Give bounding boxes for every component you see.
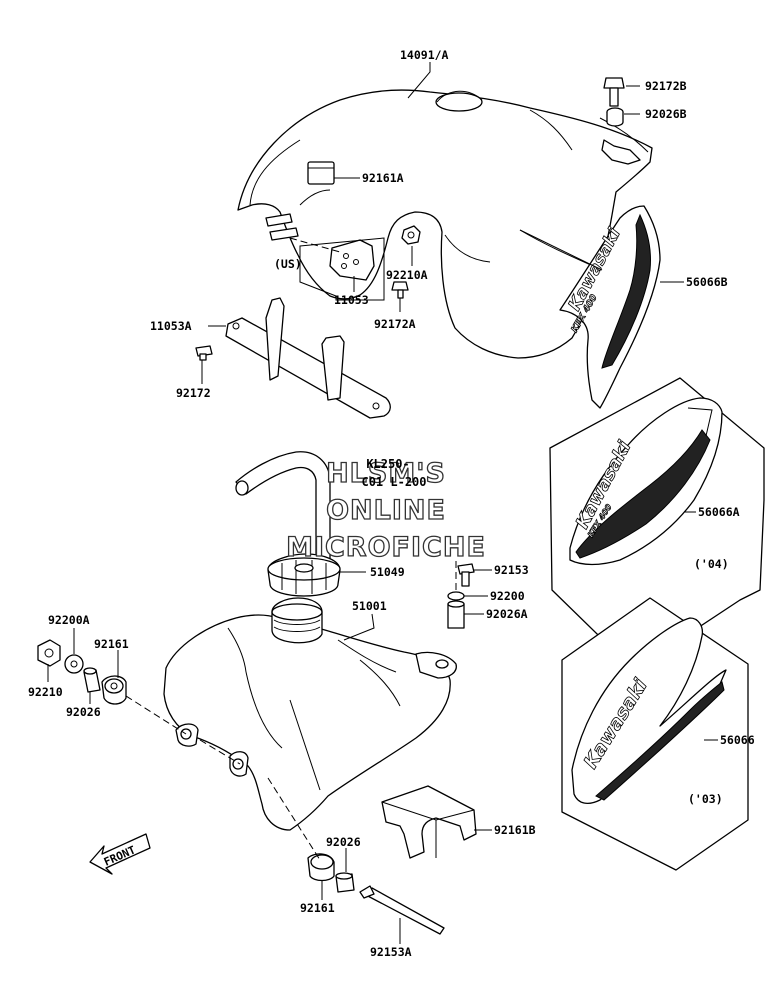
label-92172A: 92172A: [374, 317, 416, 331]
collar-92026B: [606, 107, 624, 127]
bracket-11053: [329, 239, 375, 281]
label-92026B: 92026B: [645, 107, 687, 121]
nut-92210: [37, 639, 61, 667]
collar-92026-lower: [335, 872, 355, 893]
part-labels: 14091/A 92172B 92026B 92161A 56066B (US)…: [28, 48, 755, 959]
label-92153: 92153: [494, 563, 529, 577]
grommet-92161: [101, 675, 127, 705]
label-year-03: ('03): [688, 792, 723, 806]
label-92210A: 92210A: [386, 268, 428, 282]
bolt-92153A: [359, 885, 445, 935]
label-92200A: 92200A: [48, 613, 90, 627]
watermark-line-1: HLSM'S: [326, 458, 446, 489]
label-92153A: 92153A: [370, 945, 412, 959]
watermark-line-3: MICROFICHE: [286, 532, 486, 563]
label-92210: 92210: [28, 685, 63, 699]
washer-92200A: [64, 654, 84, 674]
washer-92200: [447, 591, 465, 601]
bolt-92172B: [603, 77, 625, 107]
label-92161A: 92161A: [362, 171, 404, 185]
collar-92026: [83, 667, 101, 693]
label-56066B: 56066B: [686, 275, 728, 289]
label-51049: 51049: [370, 565, 405, 579]
alignment-lines: [125, 237, 457, 861]
label-92172: 92172: [176, 386, 211, 400]
label-92172B: 92172B: [645, 79, 687, 93]
label-92026: 92026: [66, 705, 101, 719]
decal-56066-panel: Kawasaki: [561, 597, 749, 871]
label-92161: 92161: [94, 637, 129, 651]
label-92026-lower: 92026: [326, 835, 361, 849]
decal-56066A-panel: Kawasaki KFX 400: [549, 377, 765, 671]
label-51001: 51001: [352, 599, 387, 613]
label-year-04: ('04): [694, 557, 729, 571]
watermark: HLSM'S ONLINE MICROFICHE KL250- C01 L-20…: [285, 457, 486, 564]
bracket-11053A: [225, 297, 391, 419]
label-92200: 92200: [490, 589, 525, 603]
fuel-cap-51049: [267, 553, 341, 597]
leader-lines: [47, 62, 718, 944]
watermark-overprint-1: KL250-: [366, 457, 409, 471]
label-11053: 11053: [334, 293, 369, 307]
label-14091A: 14091/A: [400, 48, 449, 62]
label-92161-lower: 92161: [300, 901, 335, 915]
nut-92210A: [401, 225, 421, 245]
watermark-line-2: ONLINE: [326, 495, 446, 526]
screw-92172A: [391, 281, 409, 299]
bolt-92153: [457, 563, 475, 587]
collar-92026A: [447, 600, 465, 629]
label-56066: 56066: [720, 733, 755, 747]
label-11053A: 11053A: [150, 319, 192, 333]
fuel-tank-51001: [163, 597, 457, 831]
label-92161B: 92161B: [494, 823, 536, 837]
grommet-92161-lower: [307, 853, 335, 882]
watermark-overprint-2: C01 L-200: [361, 475, 426, 489]
label-56066A: 56066A: [698, 505, 740, 519]
front-direction-marker: FRONT: [89, 833, 151, 875]
label-US: (US): [274, 257, 302, 271]
holder-92161B: [381, 785, 477, 859]
bolt-92172: [195, 345, 213, 361]
label-92026A: 92026A: [486, 607, 528, 621]
